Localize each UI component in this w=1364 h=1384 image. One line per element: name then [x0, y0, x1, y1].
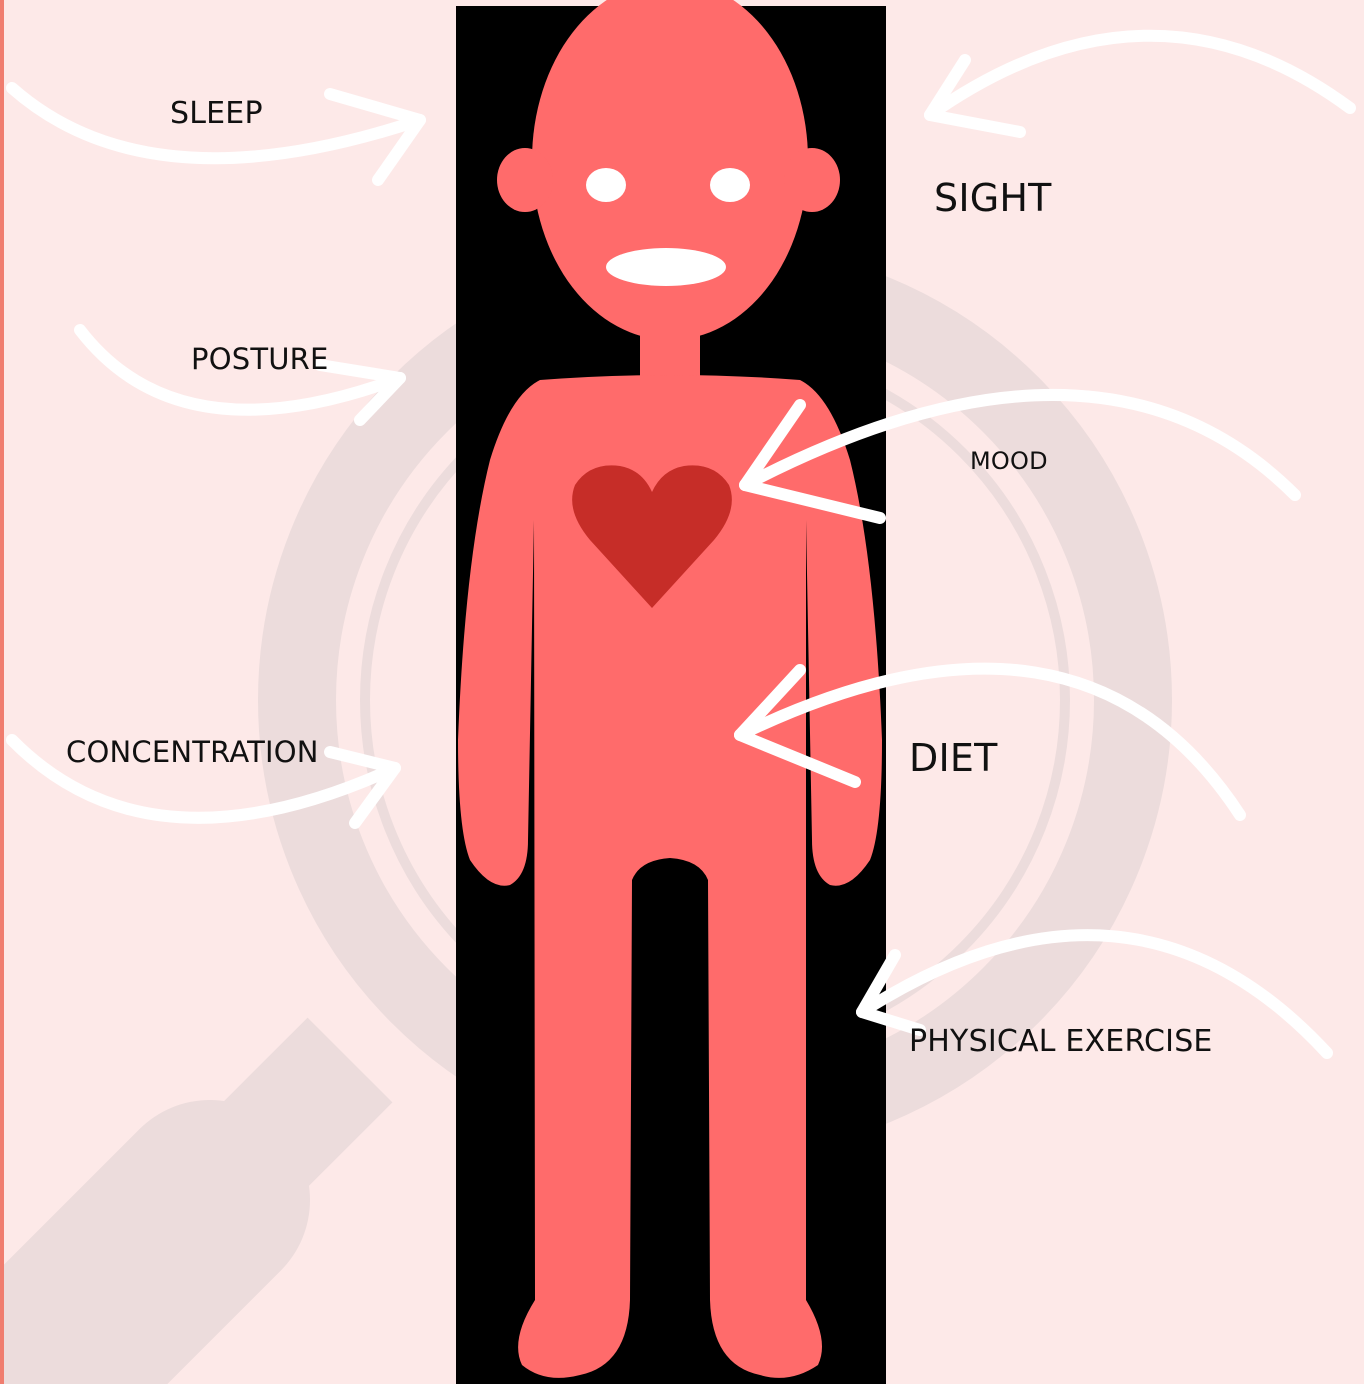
label-concentration: CONCENTRATION [66, 735, 319, 769]
left-eye [586, 168, 626, 202]
label-diet: DIET [909, 736, 998, 780]
left-edge-stripe [0, 0, 4, 1384]
label-mood: MOOD [970, 447, 1048, 475]
mouth [606, 248, 726, 286]
curved-arrow-icon [930, 36, 1350, 132]
label-posture: POSTURE [191, 342, 329, 376]
label-sight: SIGHT [934, 176, 1052, 220]
label-sleep: SLEEP [170, 96, 263, 131]
right-eye [710, 168, 750, 202]
label-physical-exercise: PHYSICAL EXERCISE [909, 1024, 1213, 1059]
